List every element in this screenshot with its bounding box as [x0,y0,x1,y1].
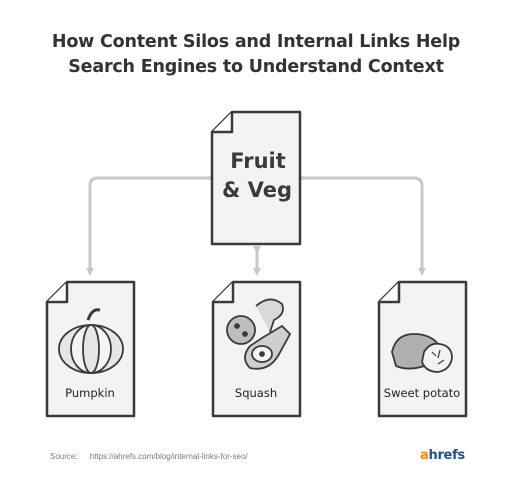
link-hub-pumpkin [86,174,214,276]
sweet-potato-icon [391,333,453,373]
pumpkin-page [45,280,136,418]
link-hub-sweet-potato [298,174,426,276]
source-url[interactable]: https://ahrefs.com/blog/internal-links-f… [89,452,248,461]
squash-label: Squash [234,386,278,400]
diagram-title: How Content Silos and Internal Links Hel… [0,30,512,80]
squash-icon [226,298,292,370]
sweet-potato-label: Sweet potato [383,386,461,400]
ahrefs-logo: ahrefs [420,448,465,463]
hub-text-line-1: Fruit [230,149,286,173]
title-line-2: Search Engines to Understand Context [68,57,444,77]
hub-page: Fruit & Veg [210,110,302,246]
sweet-potato-page [377,280,468,418]
connector-lines [86,174,426,276]
source-line: Source: https://ahrefs.com/blog/internal… [50,452,248,461]
squash-page [211,280,302,418]
hub-text-line-2: & Veg [222,178,292,202]
brand-letter-a: a [420,448,429,463]
pumpkin-label: Pumpkin [65,386,115,400]
title-line-1: How Content Silos and Internal Links Hel… [51,32,461,52]
source-label: Source: [50,452,78,461]
brand-rest: hrefs [428,448,465,463]
pumpkin-icon [58,308,124,374]
